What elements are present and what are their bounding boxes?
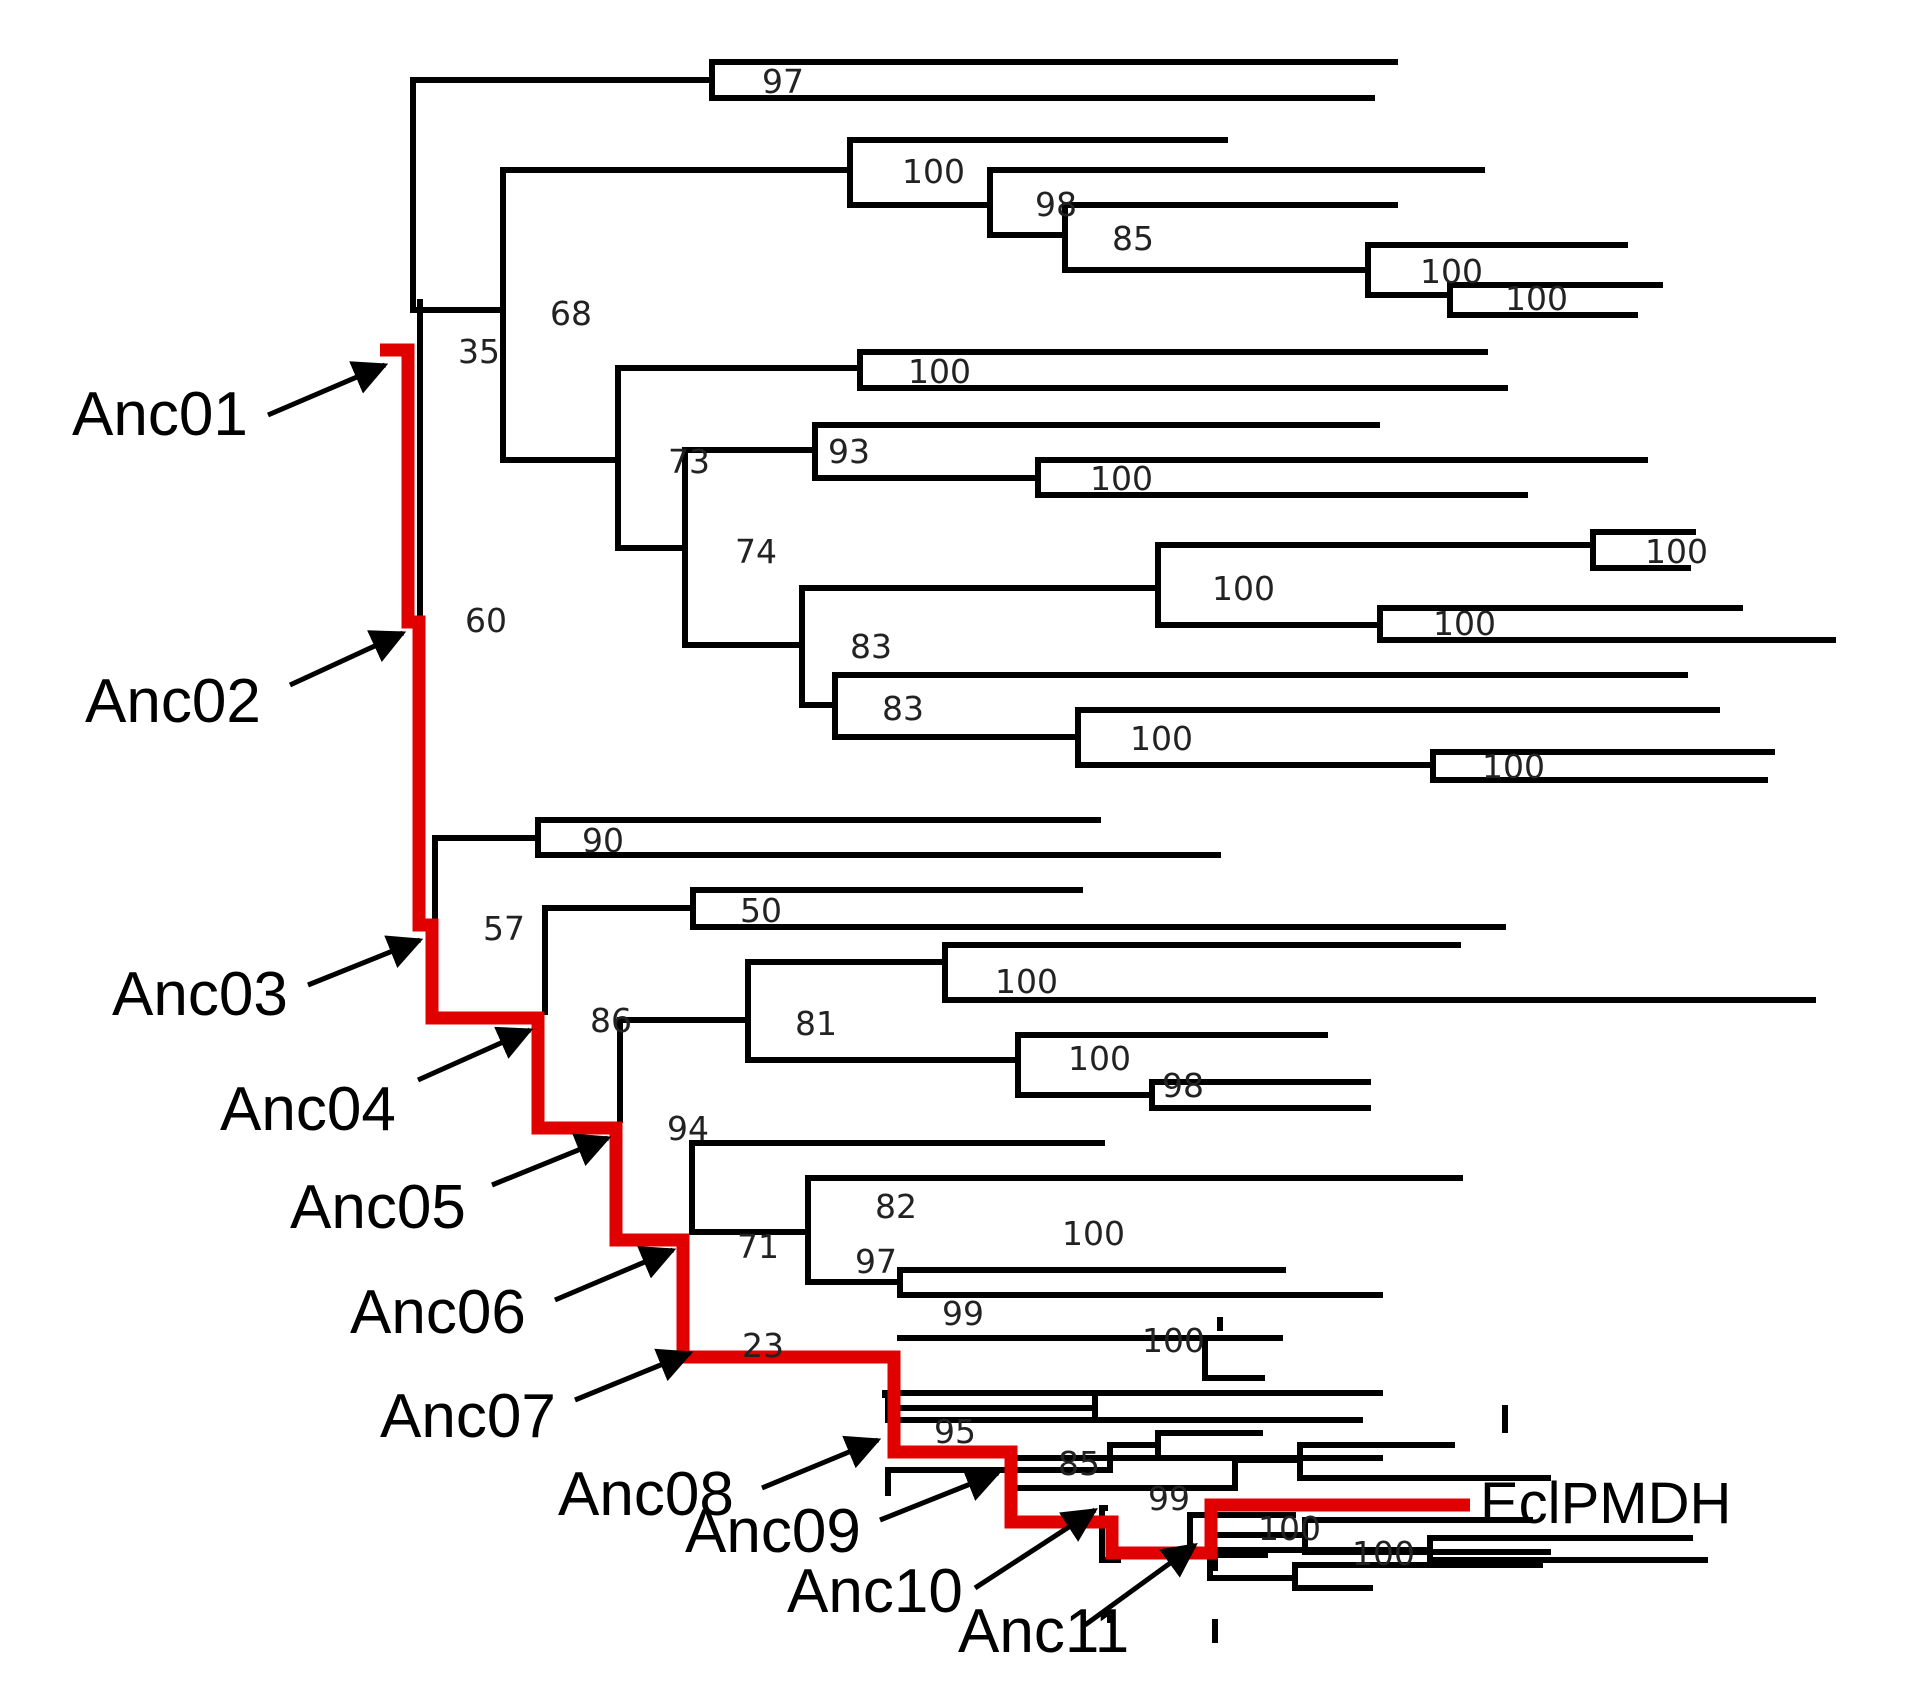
bootstrap-label: 81 — [795, 1004, 837, 1043]
ancestor-label-anc05: Anc05 — [290, 1173, 466, 1242]
bootstrap-label: 83 — [850, 627, 892, 666]
bootstrap-label: 82 — [875, 1187, 917, 1226]
ancestor-labels: Anc01 Anc02 Anc03 Anc04 Anc05 Anc06 Anc0… — [72, 361, 1731, 1666]
bootstrap-label: 23 — [742, 1326, 784, 1365]
bootstrap-label: 97 — [762, 62, 804, 101]
bootstrap-label: 100 — [1090, 459, 1153, 498]
ancestor-label-anc04: Anc04 — [220, 1075, 396, 1144]
bootstrap-label: 83 — [882, 689, 924, 728]
ancestor-label-anc01: Anc01 — [72, 380, 248, 449]
bootstrap-label: 73 — [668, 442, 710, 481]
bootstrap-label: 100 — [1062, 1214, 1125, 1253]
bootstrap-label: 99 — [942, 1294, 984, 1333]
bootstrap-label: 71 — [737, 1227, 779, 1266]
bootstrap-label: 100 — [1420, 252, 1483, 291]
tree-branches — [410, 59, 1836, 1643]
bootstrap-label: 86 — [590, 1001, 632, 1040]
bootstrap-label: 57 — [483, 909, 525, 948]
bootstrap-label: 94 — [667, 1109, 709, 1148]
bootstrap-label: 50 — [740, 891, 782, 930]
bootstrap-label: 90 — [582, 821, 624, 860]
bootstrap-values: 97 100 98 85 100 100 68 35 100 73 93 100… — [458, 62, 1708, 1573]
bootstrap-label: 100 — [1130, 719, 1193, 758]
ancestor-label-anc07: Anc07 — [380, 1382, 556, 1451]
ancestor-label-anc03: Anc03 — [112, 960, 288, 1029]
bootstrap-label: 100 — [908, 352, 971, 391]
ancestral-lineage-path — [380, 343, 1470, 1560]
bootstrap-label: 95 — [934, 1412, 976, 1451]
bootstrap-label: 100 — [1068, 1039, 1131, 1078]
bootstrap-label: 100 — [1258, 1509, 1321, 1548]
bootstrap-label: 60 — [465, 601, 507, 640]
bootstrap-label: 85 — [1058, 1444, 1100, 1483]
ancestor-label-anc10: Anc10 — [787, 1557, 963, 1626]
bootstrap-label: 100 — [1482, 747, 1545, 786]
bootstrap-label: 100 — [1433, 604, 1496, 643]
bootstrap-label: 74 — [735, 532, 777, 571]
bootstrap-label: 100 — [902, 152, 965, 191]
bootstrap-label: 98 — [1162, 1066, 1204, 1105]
bootstrap-label: 98 — [1035, 185, 1077, 224]
bootstrap-label: 68 — [550, 294, 592, 333]
bootstrap-label: 100 — [1142, 1321, 1205, 1360]
ancestor-label-anc02: Anc02 — [85, 667, 261, 736]
bootstrap-label: 100 — [1352, 1534, 1415, 1573]
ancestor-label-anc11: Anc11 — [958, 1597, 1129, 1666]
bootstrap-label: 100 — [1212, 569, 1275, 608]
bootstrap-label: 100 — [1645, 532, 1708, 571]
bootstrap-label: 85 — [1112, 219, 1154, 258]
ancestor-label-anc06: Anc06 — [350, 1278, 526, 1347]
ancestor-label-anc08: Anc08 — [558, 1460, 734, 1529]
bootstrap-label: 100 — [1505, 279, 1568, 318]
bootstrap-label: 99 — [1148, 1479, 1190, 1518]
ancestor-label-anc09: Anc09 — [685, 1497, 861, 1566]
bootstrap-label: 97 — [855, 1242, 897, 1281]
bootstrap-label: 100 — [995, 962, 1058, 1001]
target-leaf-label: EclPMDH — [1480, 1471, 1731, 1536]
bootstrap-label: 93 — [828, 432, 870, 471]
bootstrap-label: 35 — [458, 332, 500, 371]
